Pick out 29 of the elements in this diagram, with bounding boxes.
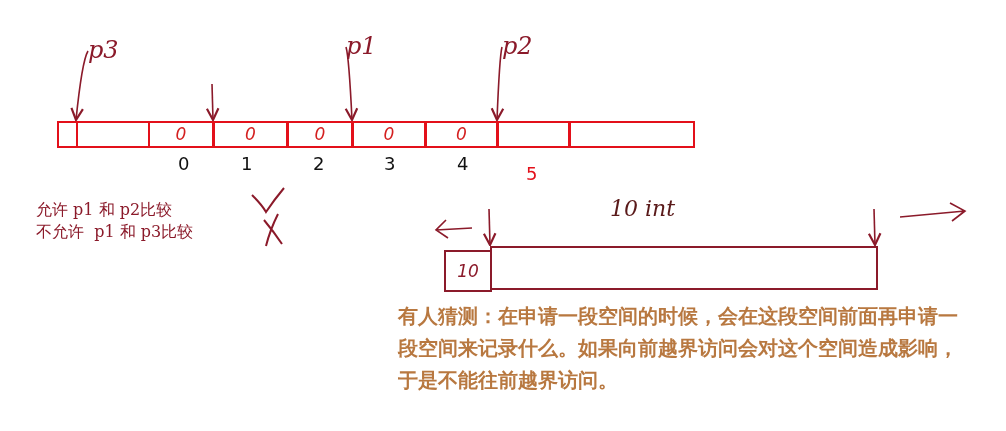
index-label: 2 xyxy=(313,153,325,174)
index-label: 3 xyxy=(384,153,396,174)
index-label: 1 xyxy=(241,153,253,174)
index-label: 0 xyxy=(178,153,190,174)
cell-value: 0 xyxy=(313,123,327,145)
index-label: 5 xyxy=(526,163,538,184)
cell-value: 10 xyxy=(456,260,480,282)
arrow xyxy=(490,46,505,122)
cell-value: 0 xyxy=(244,123,257,145)
arrow xyxy=(205,83,220,122)
size-label: 10 int xyxy=(610,196,676,221)
arrow xyxy=(482,208,497,247)
pointer-label: p1 xyxy=(346,32,376,62)
array-cell xyxy=(57,121,78,148)
arrow xyxy=(344,46,359,122)
arrow xyxy=(867,208,882,247)
arrow xyxy=(70,50,89,122)
cell-value: 0 xyxy=(382,123,396,145)
pointer-label: p3 xyxy=(88,36,118,66)
header-cell xyxy=(444,250,492,292)
array-cell xyxy=(76,121,150,148)
cell-value: 0 xyxy=(455,123,468,145)
pointer-label: p2 xyxy=(502,32,532,62)
disallowed-note: 不允许 p1 和 p3比较 xyxy=(36,221,194,243)
cell-value: 0 xyxy=(174,123,188,145)
note-text: 有人猜测：在申请一段空间的时候，会在这段空间前面再申请一段空间来记录什么。如果向前越界访问会对这个空间造成影响，于是不能往前越界访问。 xyxy=(398,303,959,394)
array-cell xyxy=(569,121,695,148)
allowed-note: 允许 p1 和 p2比较 xyxy=(36,199,173,221)
index-label: 4 xyxy=(457,153,469,174)
